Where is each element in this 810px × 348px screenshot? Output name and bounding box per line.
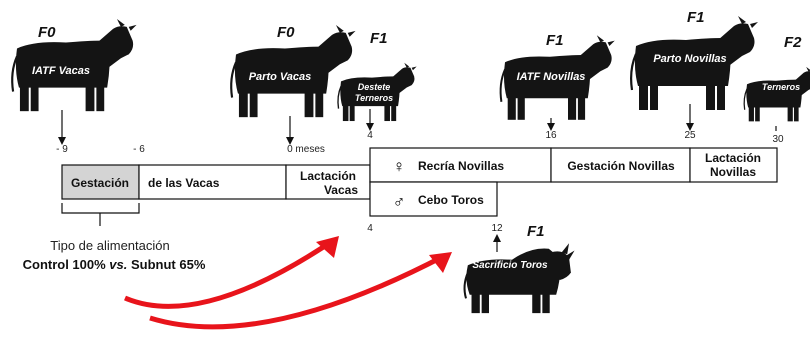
gestacion-novillas-text: Gestación Novillas (567, 159, 675, 173)
tick-label: - 9 (56, 144, 68, 155)
cow-label: Parto Vacas (249, 71, 312, 83)
generation-label: F1 (370, 30, 388, 47)
feeding-title: Tipo de alimentación (50, 238, 169, 253)
tick-label: 0 meses (287, 144, 325, 155)
tick-label: 30 (772, 134, 784, 145)
gestacion-text: Gestación (71, 176, 129, 190)
generation-label: F1 (687, 9, 705, 26)
recria-novillas-text: Recría Novillas (418, 159, 504, 173)
cebo-toros-text: Cebo Toros (418, 193, 484, 207)
lactacion-novillas-box (689, 147, 778, 183)
tick-label: 16 (545, 130, 557, 141)
cebo-toros-box (369, 181, 498, 217)
red-arrow-to-recria (124, 237, 336, 309)
gestacion-box (61, 164, 140, 200)
cow-label: IATF Vacas (32, 65, 90, 77)
bull-sacrificio-toros (463, 242, 576, 315)
generation-label: F0 (38, 24, 56, 41)
lactacion-vacas-line2: Vacas (324, 183, 358, 197)
tick-label: 25 (684, 130, 696, 141)
recria-novillas-box (369, 147, 552, 183)
generation-label: F2 (784, 34, 802, 51)
red-arrowhead (429, 252, 452, 273)
feeding-treatment: Control 100% vs. Subnut 65% (23, 257, 206, 272)
generation-label: F1 (546, 32, 564, 49)
tick-label: 4 (367, 130, 373, 141)
lactacion-novillas-line2: Novillas (710, 165, 756, 179)
generation-label: F1 (527, 223, 545, 240)
de-las-vacas-text: de las Vacas (148, 176, 220, 190)
cow-label: IATF Novillas (517, 71, 586, 83)
calf-label-line1: Destete (358, 82, 391, 92)
lactacion-novillas-line1: Lactación (705, 151, 761, 165)
red-arrowhead (316, 236, 339, 258)
lactacion-vacas-line1: Lactación (300, 169, 356, 183)
gestacion-novillas-box (550, 147, 691, 183)
calf-label-line2: Terneros (762, 82, 800, 92)
bull-label: Sacrificio Toros (472, 260, 548, 271)
calf-label-line2: Terneros (355, 93, 393, 103)
calf-label-line1: Destete (765, 71, 798, 81)
red-arrow-to-cebo (149, 253, 446, 330)
tick-label: 4 (367, 223, 373, 234)
tick-label: 12 (491, 223, 503, 234)
male-symbol: ♂ (393, 192, 406, 211)
female-symbol: ♀ (393, 157, 406, 176)
gestation-bracket (61, 203, 140, 214)
generation-label: F0 (277, 24, 295, 41)
cow-label: Parto Novillas (653, 53, 726, 65)
tick-label: - 6 (133, 144, 145, 155)
